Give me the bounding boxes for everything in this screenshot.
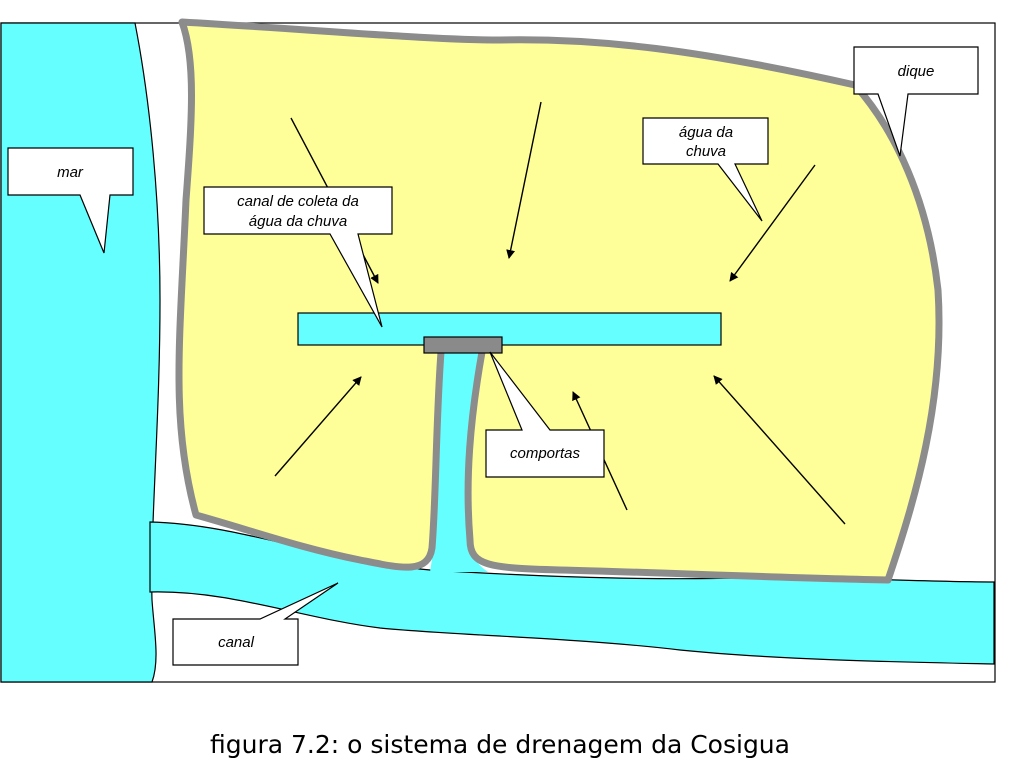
callout-canal: canal [172,582,339,666]
runoff-arrow [274,376,362,477]
callout-comportas: comportas [485,351,605,478]
callout-canal-coleta: canal de coleta da água da chuva [203,186,393,328]
callout-dique: dique [853,46,979,157]
dike [175,18,943,584]
callout-canal-coleta-label-2: água da chuva [249,213,347,230]
runoff-arrow [506,101,542,259]
callout-mar: mar [7,147,134,254]
callout-canal-label: canal [218,634,255,651]
polder-land [179,22,940,580]
figure-caption: figura 7.2: o sistema de drenagem da Cos… [210,730,790,759]
runoff-arrow [713,375,846,525]
callout-agua-chuva: água da chuva [642,117,769,222]
sea-area [0,22,161,683]
runoff-arrow [729,164,816,282]
callout-mar-label: mar [57,164,84,181]
callout-canal-coleta-label-1: canal de coleta da [237,193,359,210]
collection-canal [297,312,722,346]
callout-agua-chuva-label-1: água da [679,124,733,141]
callout-dique-label: dique [898,63,935,80]
callout-agua-chuva-label-2: chuva [686,143,726,160]
drainage-canal [149,521,995,665]
gates [423,336,503,354]
callout-comportas-label: comportas [510,445,581,462]
